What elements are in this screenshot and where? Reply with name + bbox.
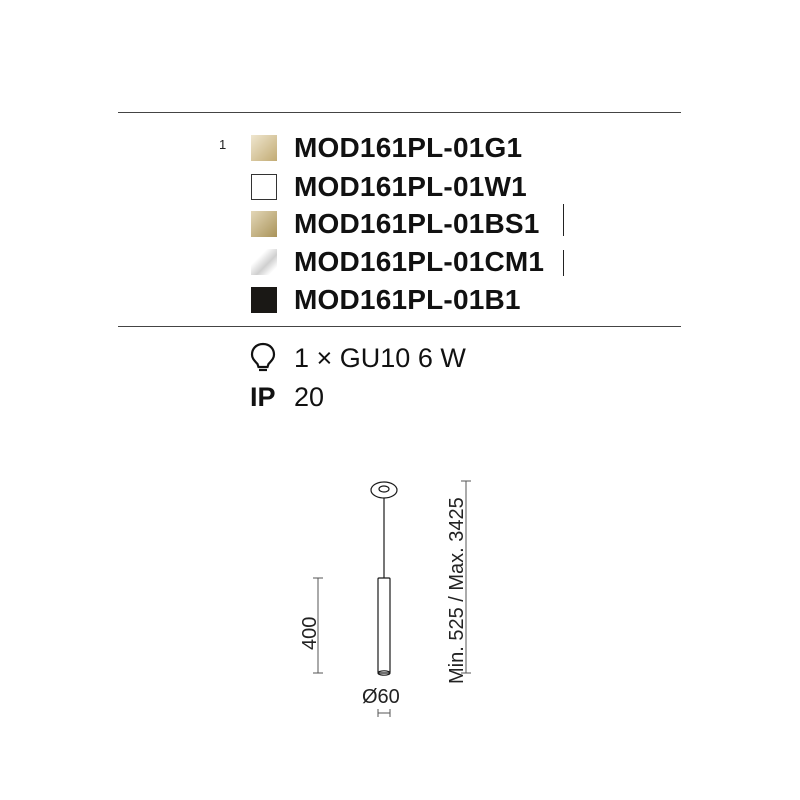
bulb-icon — [250, 342, 276, 372]
variant-code: MOD161PL-01B1 — [294, 284, 521, 315]
bottom-divider — [118, 326, 681, 327]
height-dimension — [313, 577, 323, 674]
ip-value: 20 — [294, 382, 325, 412]
variant-code: MOD161PL-01W1 — [294, 171, 527, 202]
row-marker — [563, 204, 564, 236]
swatch-white — [251, 174, 277, 200]
swatch-brass — [251, 211, 277, 237]
swatch-black — [251, 287, 277, 313]
variant-brass: MOD161PL-01BS1 — [251, 208, 540, 239]
pendant-lamp-illustration — [370, 481, 398, 676]
variant-gold: MOD161PL-01G1 — [251, 132, 523, 163]
ip-spec: IP 20 — [250, 382, 324, 413]
diameter-label: Ø60 — [362, 686, 400, 708]
top-divider — [118, 112, 681, 113]
suspension-label: Min. 525 / Max. 3425 — [446, 497, 468, 684]
height-label: 400 — [299, 617, 321, 650]
ip-label: IP — [250, 382, 276, 412]
swatch-gold — [251, 135, 277, 161]
suspension-dimension — [461, 480, 471, 674]
row-marker — [563, 250, 564, 276]
lamp-type: 1 × GU10 6 W — [294, 342, 466, 373]
variant-black: MOD161PL-01B1 — [251, 284, 521, 315]
item-index: 1 — [219, 137, 227, 152]
diameter-dimension — [377, 709, 391, 717]
variant-code: MOD161PL-01BS1 — [294, 208, 540, 239]
variant-white: MOD161PL-01W1 — [251, 171, 527, 202]
lamp-spec: 1 × GU10 6 W — [250, 342, 466, 374]
swatch-chrome — [251, 249, 277, 275]
variant-code: MOD161PL-01G1 — [294, 132, 523, 163]
variant-chrome: MOD161PL-01CM1 — [251, 246, 545, 277]
variant-code: MOD161PL-01CM1 — [294, 246, 545, 277]
